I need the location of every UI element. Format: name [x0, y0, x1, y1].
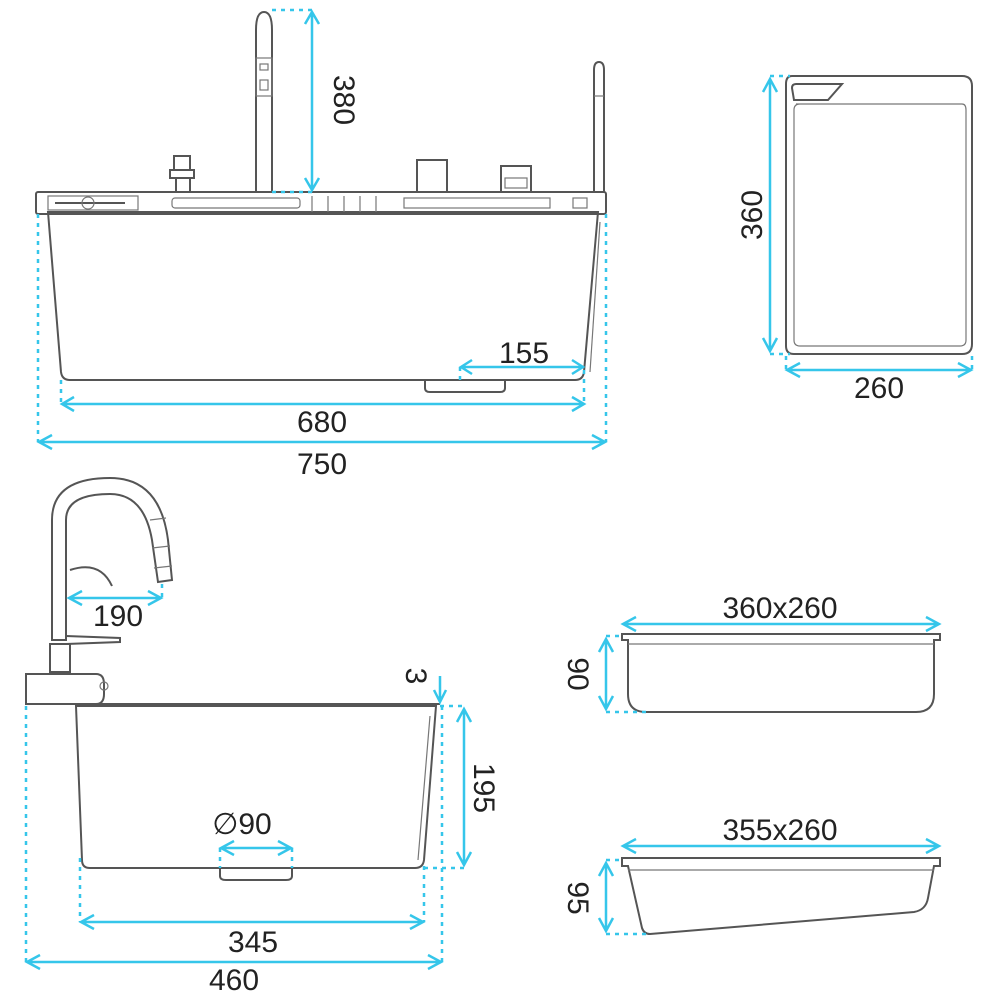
dim-outer-width: 750: [297, 448, 347, 481]
dim-side-outer-width: 460: [209, 964, 259, 997]
front-view: 380 680 750 155: [35, 8, 608, 481]
cutting-board: [785, 75, 973, 355]
cup-left: [416, 159, 448, 193]
dim-faucet-reach: 190: [93, 600, 143, 633]
side-view: 190 3 195 ∅90 345 460: [24, 476, 500, 997]
front-deck: [35, 191, 607, 215]
dim-bowl-depth: 195: [467, 763, 500, 813]
front-drain: [424, 380, 506, 393]
dim-drain-diameter: ∅90: [212, 808, 272, 841]
basket-one-view: 360x260 90: [561, 592, 942, 714]
side-deck: [25, 673, 105, 705]
dim-board-width: 260: [854, 372, 904, 405]
basket-two: [621, 857, 941, 936]
dim-basket-two-size: 355x260: [722, 814, 837, 847]
dim-drain-offset: 155: [499, 337, 549, 370]
basket-one: [621, 633, 941, 713]
dim-inner-width: 680: [297, 406, 347, 439]
side-faucet: [51, 476, 174, 641]
dim-basket-two-depth: 95: [561, 881, 594, 914]
dim-lip-thickness: 3: [399, 668, 432, 685]
dim-side-inner-width: 345: [228, 926, 278, 959]
cup-right: [500, 165, 532, 193]
dim-faucet-height: 380: [327, 75, 360, 125]
cutting-board-view: 360 260: [736, 74, 974, 405]
dim-basket-one-depth: 90: [561, 657, 594, 690]
side-bowl: [74, 705, 438, 869]
basket-two-view: 355x260 95: [561, 814, 942, 936]
dim-board-height: 360: [736, 190, 769, 240]
dim-basket-one-size: 360x260: [722, 592, 837, 625]
front-faucet: [255, 10, 273, 192]
